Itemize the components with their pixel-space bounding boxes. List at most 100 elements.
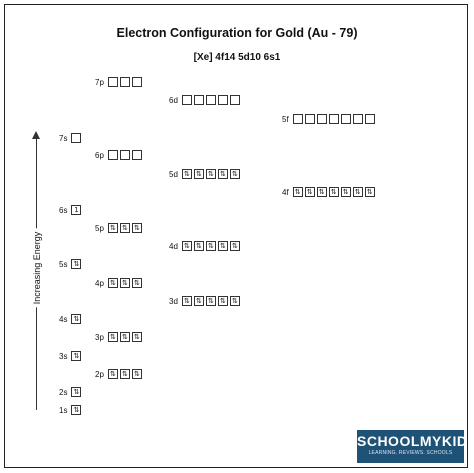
- orbital-label: 4f: [282, 187, 289, 197]
- orbital-7p: 7p: [95, 76, 144, 88]
- orbital-label: 1s: [59, 405, 68, 415]
- orbital-5p: 5p⇅⇅⇅: [95, 222, 144, 234]
- orbital-7s: 7s: [59, 132, 83, 144]
- orbital-box: ⇅: [205, 296, 216, 306]
- orbital-box: ⇅: [181, 241, 192, 251]
- orbital-box: ⇅: [119, 278, 130, 288]
- orbital-label: 4d: [169, 241, 178, 251]
- orbital-box: [328, 114, 339, 124]
- orbital-box: ⇅: [304, 187, 315, 197]
- orbital-2p: 2p⇅⇅⇅: [95, 368, 144, 380]
- orbital-box: ⇅: [71, 387, 82, 397]
- orbital-box: [131, 77, 142, 87]
- orbital-box: [316, 114, 327, 124]
- orbital-box: [340, 114, 351, 124]
- orbital-label: 6d: [169, 95, 178, 105]
- orbital-label: 6p: [95, 150, 104, 160]
- orbital-box: [71, 133, 82, 143]
- schoolmykids-logo: SCHOOLMYKIDS LEARNING. REVIEWS. SCHOOLS: [357, 430, 474, 463]
- orbital-4p: 4p⇅⇅⇅: [95, 277, 144, 289]
- logo-name: SCHOOLMYKIDS: [357, 433, 474, 449]
- orbital-box: ⇅: [131, 223, 142, 233]
- orbital-box: [304, 114, 315, 124]
- orbital-5d: 5d⇅⇅⇅⇅⇅: [169, 168, 242, 180]
- orbital-box: 1: [71, 205, 82, 215]
- orbital-4s: 4s⇅: [59, 313, 83, 325]
- orbital-label: 7p: [95, 77, 104, 87]
- orbital-box: ⇅: [193, 241, 204, 251]
- orbital-box: ⇅: [229, 296, 240, 306]
- orbital-box: [193, 95, 204, 105]
- orbital-label: 2p: [95, 369, 104, 379]
- orbital-box: ⇅: [352, 187, 363, 197]
- orbital-box: ⇅: [217, 296, 228, 306]
- orbital-box: ⇅: [217, 241, 228, 251]
- orbital-box: ⇅: [119, 369, 130, 379]
- orbital-label: 2s: [59, 387, 68, 397]
- orbital-label: 4p: [95, 278, 104, 288]
- orbital-box: ⇅: [205, 169, 216, 179]
- orbital-label: 3s: [59, 351, 68, 361]
- orbital-4d: 4d⇅⇅⇅⇅⇅: [169, 240, 242, 252]
- orbital-box: ⇅: [71, 351, 82, 361]
- configuration-notation: [Xe] 4f14 5d10 6s1: [193, 52, 281, 63]
- orbital-label: 6s: [59, 205, 68, 215]
- orbital-box: ⇅: [107, 223, 118, 233]
- orbital-label: 3p: [95, 332, 104, 342]
- orbital-box: ⇅: [71, 405, 82, 415]
- orbital-label: 7s: [59, 133, 68, 143]
- orbital-box: [107, 150, 118, 160]
- orbital-box: ⇅: [181, 169, 192, 179]
- orbital-box: ⇅: [131, 278, 142, 288]
- orbital-box: ⇅: [328, 187, 339, 197]
- orbital-box: [205, 95, 216, 105]
- orbital-box: ⇅: [107, 278, 118, 288]
- orbital-box: ⇅: [217, 169, 228, 179]
- orbital-3s: 3s⇅: [59, 350, 83, 362]
- orbital-label: 4s: [59, 314, 68, 324]
- orbital-label: 5s: [59, 259, 68, 269]
- orbital-5s: 5s⇅: [59, 258, 83, 270]
- orbital-box: ⇅: [193, 296, 204, 306]
- orbital-box: ⇅: [71, 314, 82, 324]
- energy-axis-label: Increasing Energy: [32, 228, 42, 308]
- orbital-box: [217, 95, 228, 105]
- orbital-6d: 6d: [169, 94, 242, 106]
- orbital-box: ⇅: [131, 332, 142, 342]
- orbital-box: ⇅: [364, 187, 375, 197]
- orbital-box: ⇅: [107, 369, 118, 379]
- orbital-2s: 2s⇅: [59, 386, 83, 398]
- orbital-box: ⇅: [131, 369, 142, 379]
- orbital-box: ⇅: [229, 169, 240, 179]
- orbital-1s: 1s⇅: [59, 404, 83, 416]
- orbital-box: [131, 150, 142, 160]
- orbital-box: ⇅: [119, 332, 130, 342]
- orbital-box: [119, 150, 130, 160]
- orbital-5f: 5f: [282, 113, 377, 125]
- orbital-4f: 4f⇅⇅⇅⇅⇅⇅⇅: [282, 186, 377, 198]
- orbital-3d: 3d⇅⇅⇅⇅⇅: [169, 295, 242, 307]
- orbital-box: ⇅: [205, 241, 216, 251]
- orbital-label: 3d: [169, 296, 178, 306]
- orbital-box: [107, 77, 118, 87]
- orbital-label: 5p: [95, 223, 104, 233]
- orbital-box: ⇅: [71, 259, 82, 269]
- orbital-box: ⇅: [316, 187, 327, 197]
- orbital-box: ⇅: [119, 223, 130, 233]
- energy-arrow-head: [32, 131, 40, 139]
- orbital-box: [119, 77, 130, 87]
- orbital-box: [229, 95, 240, 105]
- diagram-title: Electron Configuration for Gold (Au - 79…: [116, 26, 358, 40]
- orbital-box: ⇅: [193, 169, 204, 179]
- orbital-box: ⇅: [229, 241, 240, 251]
- orbital-3p: 3p⇅⇅⇅: [95, 331, 144, 343]
- orbital-box: [292, 114, 303, 124]
- orbital-box: ⇅: [181, 296, 192, 306]
- orbital-box: [352, 114, 363, 124]
- logo-tagline: LEARNING. REVIEWS. SCHOOLS: [368, 450, 453, 456]
- orbital-label: 5f: [282, 114, 289, 124]
- orbital-6p: 6p: [95, 149, 144, 161]
- diagram-frame: [4, 4, 468, 468]
- orbital-box: [364, 114, 375, 124]
